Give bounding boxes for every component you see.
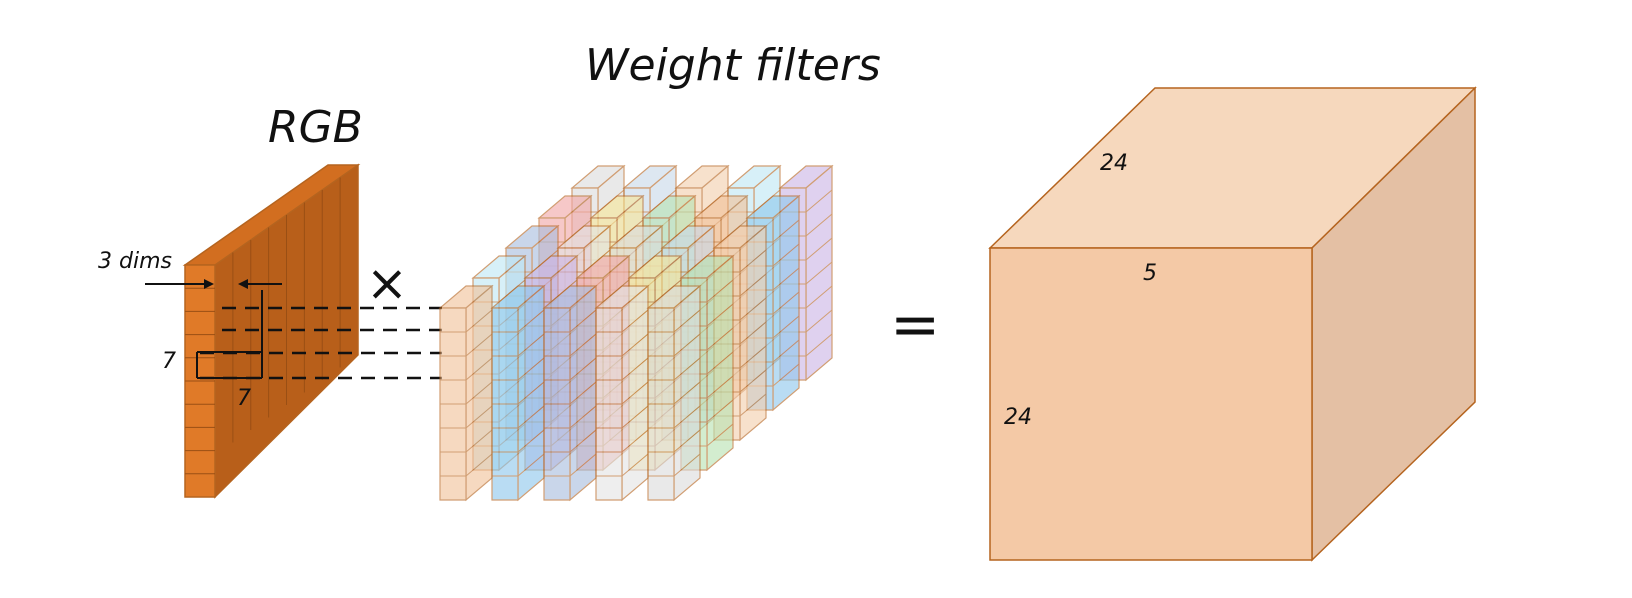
equals-sign: = — [890, 290, 940, 360]
weight-filter-cell-line — [596, 381, 649, 405]
weight-filter-column — [646, 284, 702, 502]
weight-filter-cell-line — [492, 381, 545, 405]
weight-filter-cell-line — [648, 405, 701, 429]
height-label: 7 — [162, 349, 176, 374]
weight-filter-cell-line — [492, 333, 545, 357]
weight-filter-cell-line — [492, 309, 545, 333]
projection-lines — [200, 306, 442, 380]
weight-filter-cell-line — [596, 309, 649, 333]
weight-filter-cell-line — [440, 357, 493, 381]
dims-arrow — [145, 279, 282, 289]
weight-filter-cell-line — [544, 333, 597, 357]
dims-label: 3 dims — [98, 249, 172, 274]
weight-filter-cell-line — [596, 453, 649, 477]
weight-filter-cell-line — [440, 309, 493, 333]
weight-filter-bank — [438, 164, 834, 502]
weight-filter-cell-line — [440, 453, 493, 477]
weight-filter-cell-line — [648, 357, 701, 381]
weight-filter-cell-line — [648, 333, 701, 357]
weight-filter-cell-line — [492, 405, 545, 429]
weight-filter-cell-line — [596, 357, 649, 381]
weight-filter-cell-line — [648, 429, 701, 453]
weight-filter-cell-line — [544, 381, 597, 405]
weight-filter-cell-line — [596, 429, 649, 453]
multiply-sign: × — [366, 254, 408, 312]
weight-filters-title: Weight filters — [585, 40, 881, 91]
weight-filter-cell-line — [440, 405, 493, 429]
rgb-title: RGB — [268, 102, 363, 153]
weight-filter-cell-line — [492, 357, 545, 381]
output-width-label: 24 — [1100, 151, 1128, 176]
rgb-input-volume — [182, 163, 361, 499]
weight-filter-cell-line — [492, 453, 545, 477]
output-height-label: 24 — [1004, 405, 1032, 430]
output-depth-label: 5 — [1143, 261, 1157, 286]
weight-filter-column — [594, 284, 650, 502]
weight-filter-cell-line — [544, 429, 597, 453]
weight-filter-column — [542, 284, 598, 502]
weight-filter-cell-line — [544, 357, 597, 381]
width-label: 7 — [237, 386, 251, 411]
weight-filter-cell-line — [440, 381, 493, 405]
output-volume — [988, 86, 1477, 562]
weight-filter-cell-line — [596, 405, 649, 429]
weight-filter-cell-line — [544, 405, 597, 429]
weight-filter-cell-line — [544, 309, 597, 333]
weight-filter-cell-line — [596, 333, 649, 357]
output-volume-front-face — [989, 247, 1313, 561]
weight-filter-cell-line — [492, 429, 545, 453]
weight-filter-cell-line — [648, 453, 701, 477]
weight-filter-column — [438, 284, 494, 502]
weight-filter-cell-line — [648, 381, 701, 405]
weight-filter-column — [490, 284, 546, 502]
rgb-volume-grid — [185, 177, 341, 475]
weight-filter-cell-line — [544, 453, 597, 477]
weight-filter-cell-line — [440, 429, 493, 453]
weight-filter-cell-line — [648, 309, 701, 333]
weight-filter-cell-line — [440, 333, 493, 357]
